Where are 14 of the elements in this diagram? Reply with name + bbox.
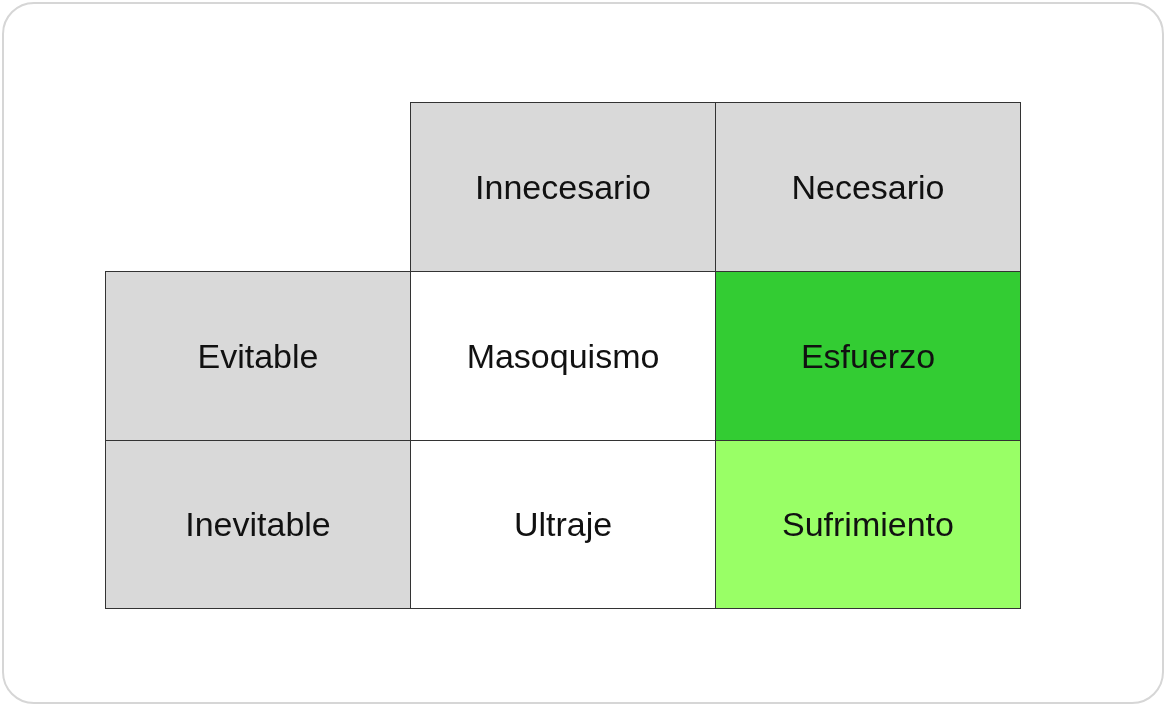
row-header	[105, 271, 411, 441]
cell-label: Sufrimiento	[782, 505, 954, 544]
cell-label: Masoquismo	[466, 336, 660, 376]
cell-label: Evitable	[197, 336, 319, 376]
cell-label: Ultraje	[513, 505, 613, 544]
table-cell	[715, 271, 1021, 441]
column-header	[410, 102, 716, 272]
row-header	[105, 440, 411, 609]
cell-label: Necesario	[791, 167, 945, 207]
cell-label: Innecesario	[475, 167, 651, 207]
column-header	[715, 102, 1021, 272]
table-cell	[715, 440, 1021, 609]
cell-label: Esfuerzo	[800, 336, 936, 376]
cell-label: Inevitable	[185, 505, 331, 544]
